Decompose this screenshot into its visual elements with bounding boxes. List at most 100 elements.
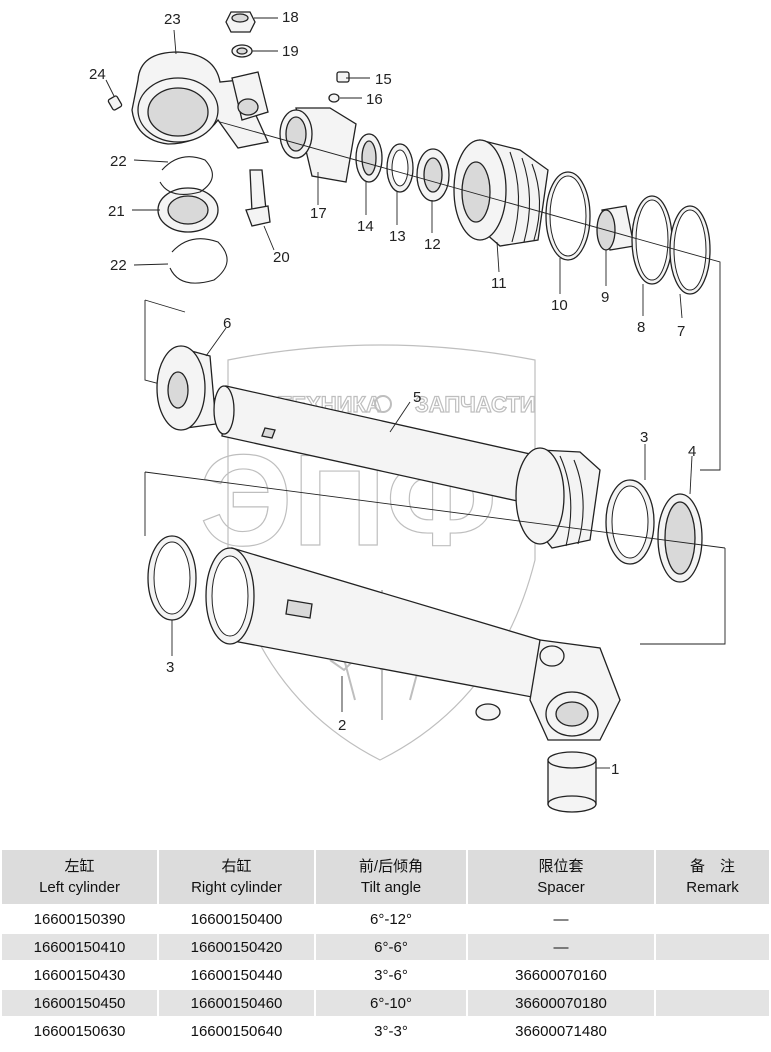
header-tilt-angle: 前/后倾角 Tilt angle (316, 850, 466, 906)
part-10-ring (545, 171, 591, 261)
part-5-piston-rod (213, 385, 549, 507)
callout-3-left: 3 (166, 659, 174, 676)
part-18-nut (225, 11, 256, 33)
callout-22-upper: 22 (110, 153, 127, 170)
part-12-bushing (416, 148, 450, 202)
part-22-circlip-upper (159, 156, 213, 195)
callout-20: 20 (273, 249, 290, 266)
cell-spacer: 36600070160 (468, 962, 654, 990)
cell-tilt-angle: 3°-3° (316, 1018, 466, 1046)
cell-left-cylinder: 16600150450 (2, 990, 157, 1018)
cell-right-cylinder: 16600150400 (159, 906, 314, 934)
callout-23: 23 (164, 11, 181, 28)
cell-right-cylinder: 16600150460 (159, 990, 314, 1018)
callout-leaders (105, 17, 693, 769)
part-20-bolt (245, 169, 271, 227)
header-left-cylinder: 左缸 Left cylinder (2, 850, 157, 906)
part-11-gland (453, 139, 549, 247)
callout-11: 11 (491, 275, 507, 292)
callout-24: 24 (89, 66, 106, 83)
header-en: Spacer (537, 879, 585, 896)
header-en: Left cylinder (39, 879, 120, 896)
callout-2: 2 (338, 717, 346, 734)
header-remark: 备 注 Remark (656, 850, 769, 906)
table-row: 16600150450 16600150460 6°-10° 366000701… (2, 990, 769, 1018)
part-15-screw (336, 71, 350, 83)
cell-left-cylinder: 16600150390 (2, 906, 157, 934)
part-5-rod-gland (515, 447, 601, 549)
watermark-line1-right: ЗАПЧАСТИ (415, 392, 536, 417)
part-3-ring-left (147, 535, 197, 621)
cell-remark (656, 1018, 769, 1046)
callout-numbers: 1 2 3 3 4 5 6 7 8 9 10 11 12 13 14 15 16… (89, 9, 696, 778)
cell-right-cylinder: 16600150440 (159, 962, 314, 990)
callout-9: 9 (601, 289, 609, 306)
cell-remark (656, 990, 769, 1018)
cell-spacer: 36600070180 (468, 990, 654, 1018)
cell-tilt-angle: 6°-10° (316, 990, 466, 1018)
cell-tilt-angle: 6°-6° (316, 934, 466, 962)
callout-16: 16 (366, 91, 383, 108)
table-row: 16600150390 16600150400 6°-12° — (2, 906, 769, 934)
part-23-clamp-head (131, 51, 269, 149)
header-cn: 限位套 (538, 858, 584, 875)
exploded-parts-diagram: ТЕХНИКА ЗАПЧАСТИ ЭПФ (89, 9, 726, 813)
cell-remark (656, 934, 769, 962)
cell-remark (656, 962, 769, 990)
header-en: Remark (686, 879, 739, 896)
cell-left-cylinder: 16600150410 (2, 934, 157, 962)
header-cn: 右缸 (221, 858, 252, 875)
callout-7: 7 (677, 323, 685, 340)
callout-18: 18 (282, 9, 299, 26)
table-header-row: 左缸 Left cylinder 右缸 Right cylinder 前/后倾角 Ti… (2, 850, 769, 906)
callout-12: 12 (424, 236, 441, 253)
rod-end-block (231, 71, 269, 121)
callout-22-lower: 22 (110, 257, 127, 274)
cell-tilt-angle: 6°-12° (316, 906, 466, 934)
callout-1: 1 (611, 761, 619, 778)
cell-left-cylinder: 16600150630 (2, 1018, 157, 1046)
cell-right-cylinder: 16600150420 (159, 934, 314, 962)
part-6-piston (156, 345, 217, 431)
assembly-centerline-upper (219, 121, 721, 471)
cell-spacer: 36600071480 (468, 1018, 654, 1046)
part-3-ring-right (605, 479, 655, 565)
header-cn: 左缸 (64, 858, 95, 875)
callout-21: 21 (108, 203, 125, 220)
table-row: 16600150630 16600150640 3°-3° 3660007148… (2, 1018, 769, 1046)
part-24-grease-nipple (107, 95, 123, 111)
table-row: 16600150410 16600150420 6°-6° — (2, 934, 769, 962)
header-cn: 前/后倾角 (358, 858, 424, 875)
cell-tilt-angle: 3°-6° (316, 962, 466, 990)
callout-5: 5 (413, 389, 421, 406)
callout-17: 17 (310, 205, 327, 222)
part-4-ring (657, 493, 703, 583)
cell-remark (656, 906, 769, 934)
callout-3-right: 3 (640, 429, 648, 446)
cell-left-cylinder: 16600150430 (2, 962, 157, 990)
part-2-cylinder-barrel (205, 547, 621, 741)
callout-13: 13 (389, 228, 406, 245)
part-21-spherical-bearing (157, 187, 219, 233)
header-en: Tilt angle (360, 879, 422, 896)
callout-15: 15 (375, 71, 392, 88)
part-14-seal (355, 133, 383, 183)
callout-6: 6 (223, 315, 231, 332)
cell-right-cylinder: 16600150640 (159, 1018, 314, 1046)
part-7-ring (669, 205, 711, 295)
header-cn: 备 注 (689, 858, 735, 875)
cell-spacer: — (468, 906, 654, 934)
header-spacer: 限位套 Spacer (468, 850, 654, 906)
callout-4: 4 (688, 443, 696, 460)
parts-table: 左缸 Left cylinder 右缸 Right cylinder 前/后倾角 Ti… (0, 850, 771, 1046)
part-9-spacer (596, 205, 635, 251)
assembly-centerline-lower (144, 471, 726, 645)
header-en: Right cylinder (191, 879, 282, 896)
part-16-oring (328, 93, 340, 103)
part-22-circlip-lower (169, 238, 228, 284)
part-8-ring (631, 195, 673, 285)
gear-icon (374, 395, 392, 413)
part-17-sleeve (279, 107, 357, 183)
callout-19: 19 (282, 43, 299, 60)
callout-14: 14 (357, 218, 374, 235)
